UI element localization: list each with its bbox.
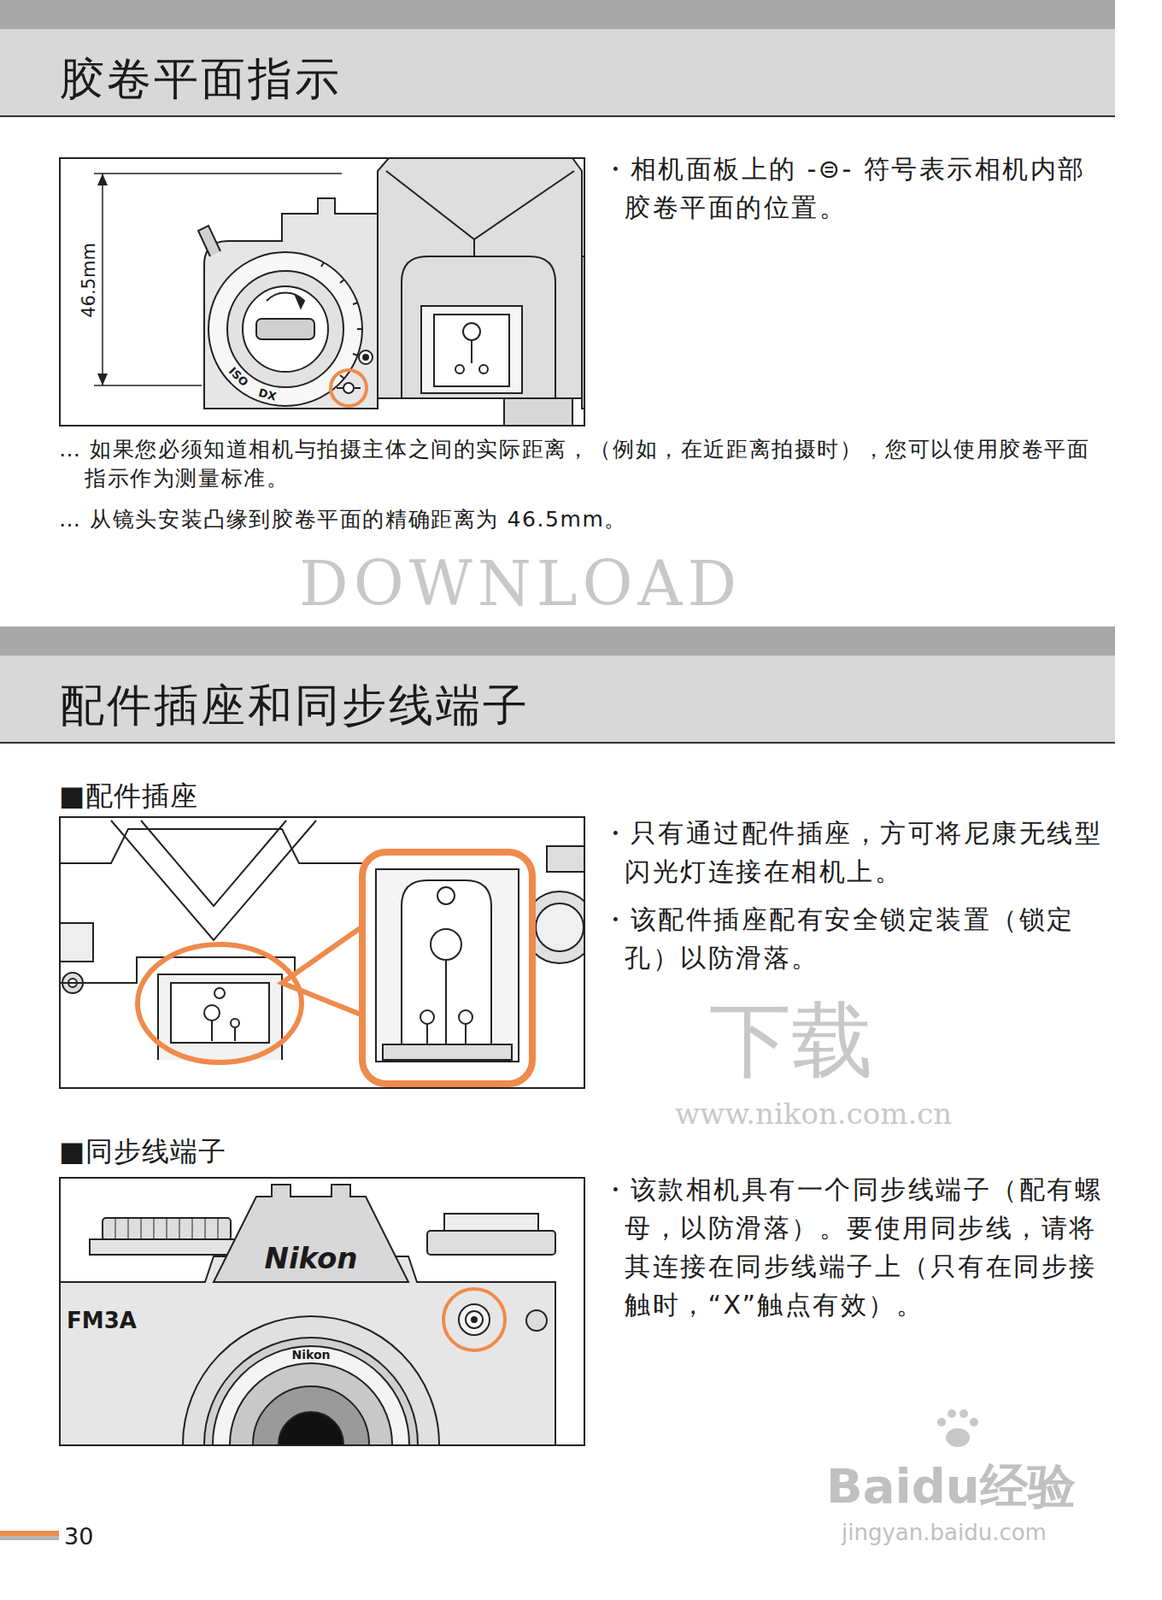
watermark: www.nikon.com.cn — [674, 1096, 952, 1132]
page-bar — [0, 1535, 59, 1540]
accessory-shoe-view — [58, 820, 586, 1084]
page-bar — [0, 1530, 59, 1536]
paw-icon — [937, 1408, 979, 1447]
body-text: ・只有通过配件插座，方可将尼康无线型闪光灯连接在相机上。 — [602, 813, 1107, 891]
illustration-frame: ■配件插座 — [58, 815, 586, 1089]
watermark: jingyan.baidu.com — [841, 1519, 1047, 1546]
camera-side-view — [93, 158, 586, 427]
watermark: DOWNLOAD — [299, 546, 742, 621]
note-text: … 如果您必须知道相机与拍摄主体之间的实际距离，（例如，在近距离拍摄时），您可以… — [58, 434, 1106, 493]
watermark: 下载 — [709, 991, 874, 1090]
body-text: ・该配件插座配有安全锁定装置（锁定孔）以防滑落。 — [602, 899, 1107, 977]
lens-brand: Nikon — [291, 1347, 330, 1362]
subsection-heading: ■配件插座 — [58, 779, 199, 812]
body-text: ・该款相机具有一个同步线端子（配有螺母，以防滑落）。要使用同步线，请将其连接在同… — [602, 1169, 1107, 1324]
illustration-frame: ■同步线端子 — [58, 1176, 586, 1446]
section-title: 胶卷平面指示 — [59, 52, 342, 106]
body-text: ・相机面板上的 -⊜- 符号表示相机内部胶卷平面的位置。 — [602, 149, 1107, 227]
page-number: 30 — [64, 1522, 94, 1550]
camera-front-view — [58, 1184, 556, 1446]
dimension-label: 46.5mm — [78, 242, 100, 318]
watermark: Baidu经验 — [826, 1456, 1076, 1515]
brand-logo: Nikon — [264, 1240, 358, 1276]
model-name: FM3A — [66, 1307, 137, 1334]
subsection-heading: ■同步线端子 — [58, 1134, 227, 1168]
illustration-frame: 46.5mm — [58, 157, 586, 427]
note-text: … 从镜头安装凸缘到胶卷平面的精确距离为 46.5mm。 — [58, 504, 1106, 535]
section-header-band: 配件插座和同步线端子 — [0, 626, 1116, 744]
section-header-band: 胶卷平面指示 — [0, 0, 1116, 118]
section-title: 配件插座和同步线端子 — [59, 678, 530, 732]
